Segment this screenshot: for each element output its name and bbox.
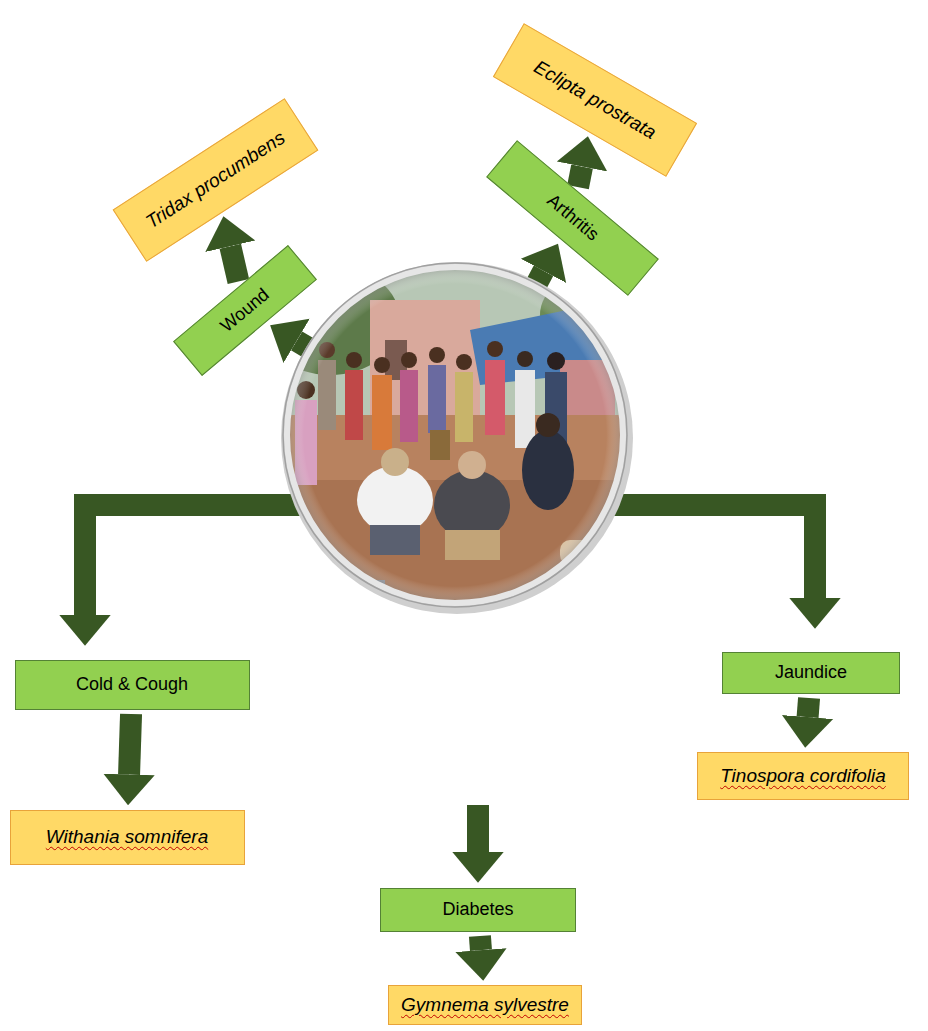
ailment-label: Wound [216,284,273,337]
block-arrow [129,714,131,775]
block-arrow [808,698,809,717]
plant-name: Withania somnifera [46,826,208,849]
plant-name: Gymnema sylvestre [401,994,569,1017]
ailment-label: Diabetes [442,899,513,921]
ailment-label: Cold & Cough [76,674,188,696]
ailment-label: Jaundice [775,662,847,684]
plant-name: Eclipta prostrata [530,56,660,144]
block-arrow [230,246,238,281]
ailment-box: Cold & Cough [15,660,250,710]
plant-box: Withania somnifera [10,810,245,865]
plant-box: Tinospora cordifolia [697,752,909,800]
block-arrow [580,505,815,598]
plant-box: Gymnema sylvestre [388,985,582,1025]
photo-shadow [281,262,633,614]
plant-name: Tinospora cordifolia [720,765,886,788]
plant-name: Tridax procumbens [141,127,289,234]
photo-rim [283,263,627,607]
block-arrow [480,936,481,950]
block-arrow [578,167,582,188]
photo-rim [287,267,623,603]
field-photo [260,260,660,620]
ailment-box: Diabetes [380,888,576,932]
block-arrow [467,805,489,852]
ailment-box: Jaundice [722,652,900,694]
block-arrow [85,505,330,615]
ailment-box: Wound [173,245,317,376]
ailment-box: Arthritis [486,140,659,296]
ailment-label: Arthritis [542,190,603,246]
plant-box: Tridax procumbens [112,98,318,262]
